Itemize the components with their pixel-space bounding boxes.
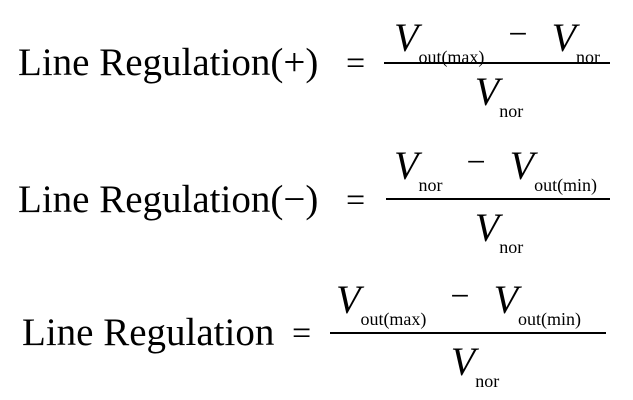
variable-v: V [474,69,500,114]
variable-v: V [551,15,577,60]
variable-v: V [336,277,361,322]
subscript: out(max) [360,309,427,329]
variable-v: V [394,143,419,188]
subscript: nor [499,101,524,121]
fraction: Vnor − Vout(min) Vnor [386,132,616,262]
formula-label: Line Regulation(+) [18,41,319,84]
subscript: out(min) [534,175,598,195]
numerator: Vnor − Vout(min) [394,143,597,195]
minus-operator: − [508,16,528,53]
minus-operator: − [466,144,486,181]
fraction: Vout(max) − Vout(min) Vnor [330,270,620,400]
formula-label: Line Regulation [22,311,275,354]
variable-v: V [474,205,500,250]
formula-line-regulation-plus: Line Regulation(+) = Vout(max) − Vnor Vn… [0,0,633,130]
numerator: Vout(max) − Vout(min) [336,277,581,329]
subscript: nor [499,237,524,257]
variable-v: V [509,143,535,188]
denominator: Vnor [454,69,544,121]
fraction-bar [330,332,606,334]
variable-v: V [493,277,519,322]
minus-operator: − [450,278,470,315]
fraction-bar [386,198,610,200]
fraction-bar [384,62,610,64]
variable-v: V [394,15,419,60]
subscript: nor [475,371,500,391]
variable-v: V [450,339,476,384]
formula-line-regulation: Line Regulation = Vout(max) − Vout(min) … [0,270,633,400]
subscript: nor [418,175,443,195]
formula-label: Line Regulation(−) [18,178,319,221]
subscript: nor [576,47,601,67]
equals-sign: = [346,182,366,219]
denominator: Vnor [454,205,544,257]
formula-line-regulation-minus: Line Regulation(−) = Vnor − Vout(min) Vn… [0,132,633,262]
denominator: Vnor [430,339,520,391]
subscript: out(min) [518,309,582,329]
numerator: Vout(max) − Vnor [394,15,600,67]
fraction: Vout(max) − Vnor Vnor [384,0,614,130]
subscript: out(max) [418,47,485,67]
equals-sign: = [292,315,312,352]
equals-sign: = [346,45,366,82]
